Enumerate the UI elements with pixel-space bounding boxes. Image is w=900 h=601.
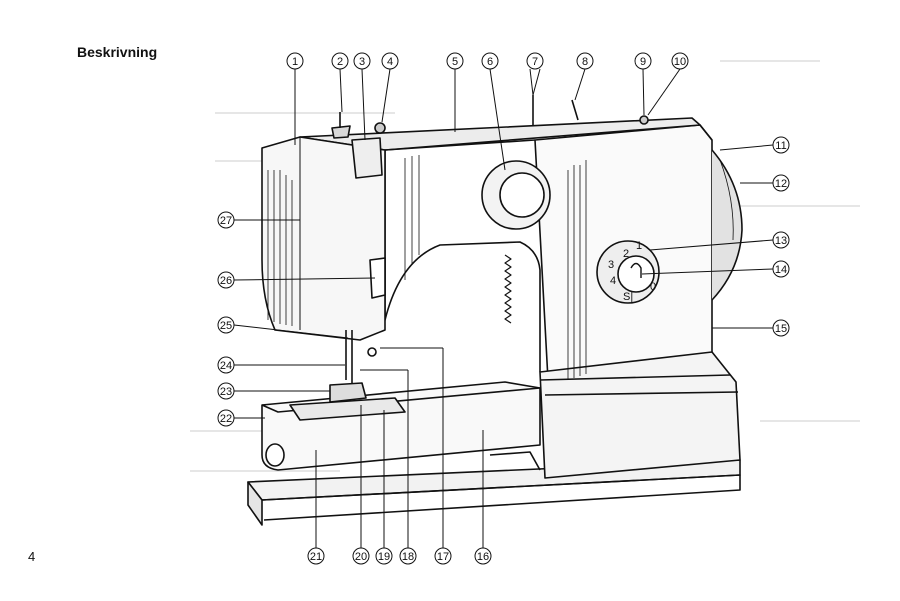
- dial-number: 1: [636, 240, 642, 252]
- callout-3: 3: [353, 52, 371, 70]
- callout-9: 9: [634, 52, 652, 70]
- callout-7: 7: [526, 52, 544, 70]
- page-heading: Beskrivning: [77, 44, 158, 60]
- svg-text:18: 18: [402, 551, 414, 563]
- page-number: 4: [28, 549, 36, 564]
- svg-text:5: 5: [452, 56, 458, 68]
- svg-text:22: 22: [220, 413, 232, 425]
- dial-number: 3: [608, 259, 614, 271]
- callout-10: 10: [671, 52, 689, 70]
- callout-21: 21: [307, 547, 325, 565]
- svg-text:3: 3: [359, 56, 365, 68]
- callout-20: 20: [352, 547, 370, 565]
- callout-22: 22: [217, 409, 235, 427]
- svg-text:23: 23: [220, 386, 232, 398]
- svg-text:14: 14: [775, 264, 787, 276]
- svg-text:8: 8: [582, 56, 588, 68]
- svg-text:25: 25: [220, 320, 232, 332]
- svg-text:1: 1: [292, 56, 298, 68]
- callout-26: 26: [217, 271, 235, 289]
- callout-8: 8: [576, 52, 594, 70]
- callout-18: 18: [399, 547, 417, 565]
- svg-text:4: 4: [387, 56, 393, 68]
- svg-text:2: 2: [337, 56, 343, 68]
- svg-text:20: 20: [355, 551, 367, 563]
- svg-text:11: 11: [775, 140, 786, 152]
- svg-text:15: 15: [775, 323, 787, 335]
- callout-13: 13: [772, 231, 790, 249]
- svg-text:26: 26: [220, 275, 232, 287]
- svg-text:7: 7: [532, 56, 538, 68]
- svg-text:12: 12: [775, 178, 787, 190]
- callout-15: 15: [772, 319, 790, 337]
- callout-24: 24: [217, 356, 235, 374]
- svg-text:10: 10: [674, 56, 686, 68]
- svg-text:16: 16: [477, 551, 489, 563]
- dial-number: 2: [623, 248, 629, 260]
- callout-5: 5: [446, 52, 464, 70]
- callout-6: 6: [481, 52, 499, 70]
- svg-text:17: 17: [437, 551, 449, 563]
- svg-text:6: 6: [487, 56, 493, 68]
- callout-markers: 1 2 3 4 5 6 7 8 9 10 11 12 13 14 15 16 1…: [217, 52, 790, 565]
- svg-text:24: 24: [220, 360, 232, 372]
- dial-number: 4: [610, 275, 616, 287]
- machine-body: [247, 95, 743, 526]
- callout-16: 16: [474, 547, 492, 565]
- callout-4: 4: [381, 52, 399, 70]
- callout-11: 11: [772, 136, 790, 154]
- dial-symbol: S|: [623, 291, 633, 303]
- svg-text:21: 21: [310, 551, 322, 563]
- callout-12: 12: [772, 174, 790, 192]
- svg-text:13: 13: [775, 235, 787, 247]
- callout-1: 1: [286, 52, 304, 70]
- callout-19: 19: [375, 547, 393, 565]
- callout-17: 17: [434, 547, 452, 565]
- callout-25: 25: [217, 316, 235, 334]
- callout-2: 2: [331, 52, 349, 70]
- leader-lines: [233, 68, 774, 548]
- svg-text:27: 27: [220, 215, 232, 227]
- svg-text:9: 9: [640, 56, 646, 68]
- dial-number: 0: [650, 281, 656, 293]
- svg-text:19: 19: [378, 551, 390, 563]
- callout-14: 14: [772, 260, 790, 278]
- callout-23: 23: [217, 382, 235, 400]
- callout-27: 27: [217, 211, 235, 229]
